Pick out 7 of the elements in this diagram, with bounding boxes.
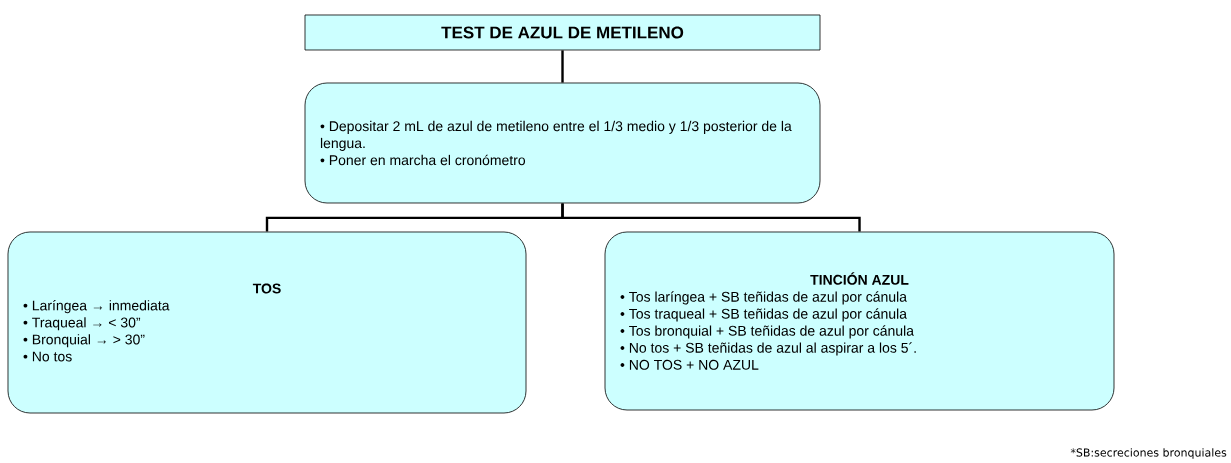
outcome-box: TOS • Laríngea → inmediata • Traqueal → < 30” • Bronquial → > 30” • No tos [7, 231, 527, 414]
connector-line [561, 50, 564, 83]
footnote: *SB:secreciones bronquiales [1070, 448, 1227, 459]
title-box: TEST DE AZUL DE METILENO [304, 14, 821, 51]
outcome-box: TINCIÓN AZUL • Tos laríngea + SB teñidas de azul por cánula • Tos traqueal + SB teñidas de azul por cánula • Tos bronquial + SB teñidas de azul por cánula • No tos + SB teñidas de azul al aspirar a los 5´. • NO TOS + NO AZUL [604, 231, 1115, 411]
connector-line [561, 203, 861, 232]
step-box: • Depositar 2 mL de azul de metileno entre el 1/3 medio y 1/3 posterior de la lengua. • Poner en marcha el cronómetro [304, 82, 821, 204]
